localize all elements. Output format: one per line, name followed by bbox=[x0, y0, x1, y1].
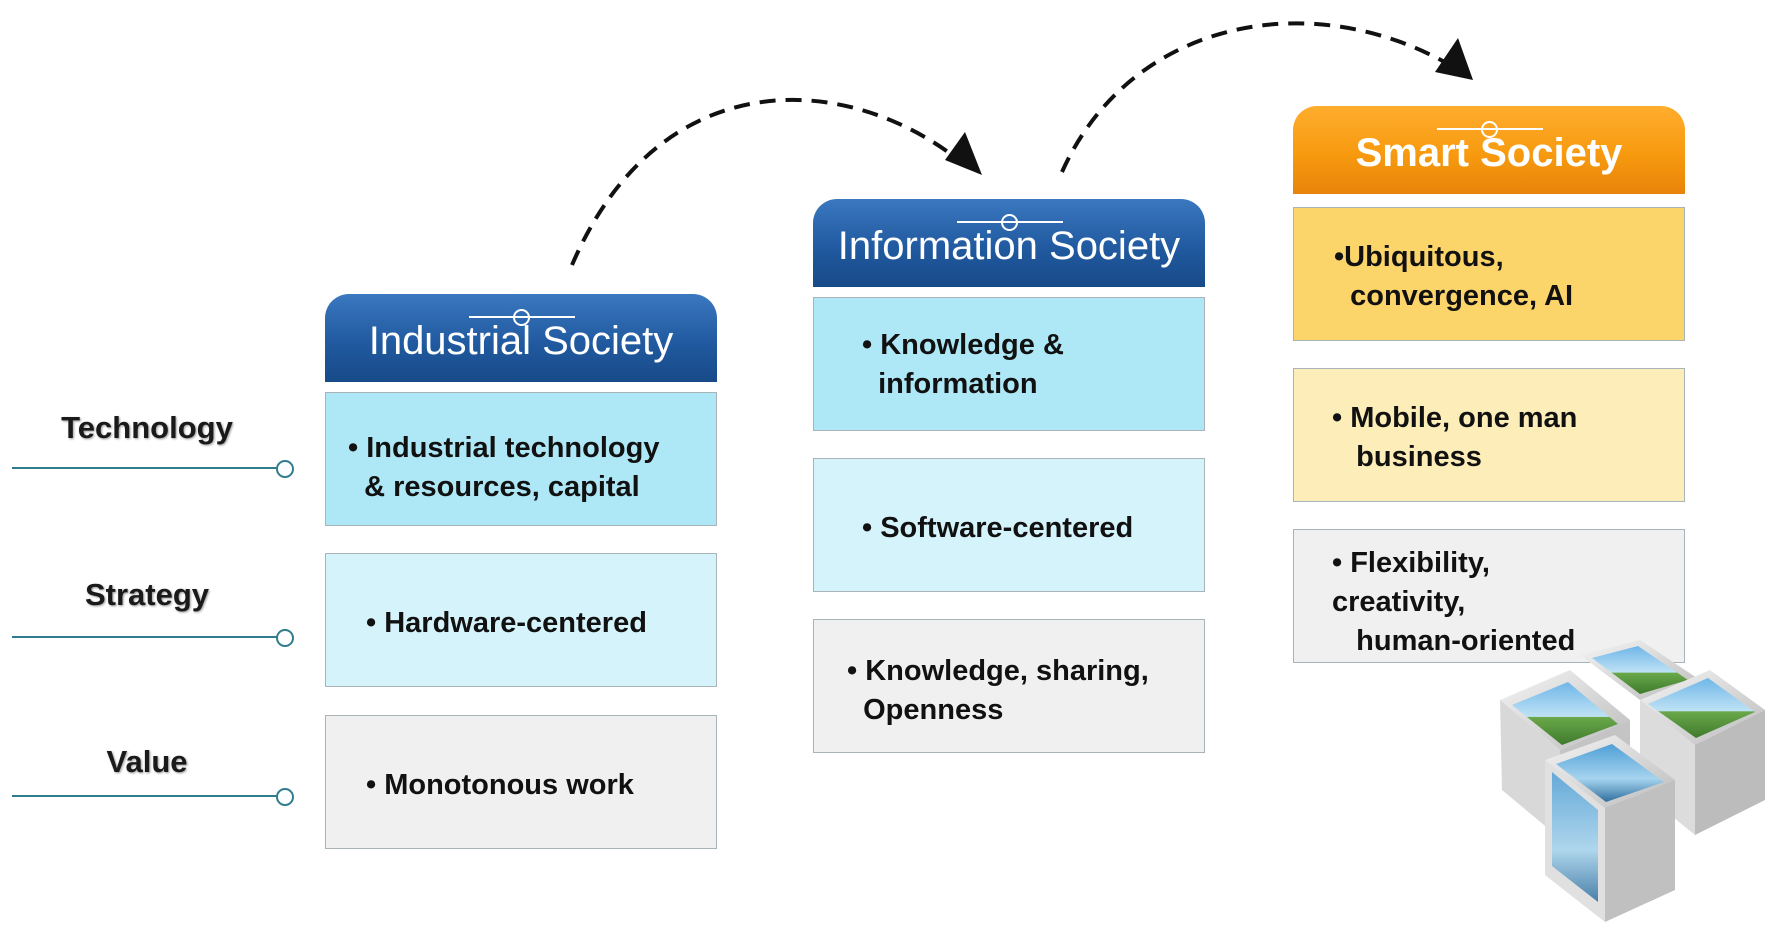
header-dot-icon bbox=[513, 309, 530, 326]
header-dot-icon bbox=[1481, 121, 1498, 138]
industrial-technology-box: • Industrial technology & resources, cap… bbox=[325, 392, 717, 526]
photo-cubes-icon bbox=[1500, 640, 1765, 922]
row-line-technology bbox=[12, 467, 278, 469]
connector-dot-icon bbox=[276, 788, 294, 806]
box-text: • Industrial technology & resources, cap… bbox=[348, 432, 660, 503]
connector-dot-icon bbox=[276, 460, 294, 478]
box-text: • Hardware-centered bbox=[366, 607, 647, 639]
box-text: • Flexibility, creativity, human-oriente… bbox=[1332, 547, 1576, 657]
header-industrial-society: Industrial Society bbox=[325, 294, 717, 382]
header-information-society: Information Society bbox=[813, 199, 1205, 287]
industrial-value-box: • Monotonous work bbox=[325, 715, 717, 849]
smart-strategy-box: • Mobile, one man business bbox=[1293, 368, 1685, 502]
box-text: • Mobile, one man business bbox=[1332, 402, 1578, 473]
arrow-head-icon bbox=[1435, 38, 1473, 80]
cube bbox=[1545, 735, 1675, 922]
cube bbox=[1640, 670, 1765, 835]
information-value-box: • Knowledge, sharing, Openness bbox=[813, 619, 1205, 753]
box-text: •Ubiquitous, convergence, AI bbox=[1334, 241, 1574, 312]
row-label-value: Value bbox=[106, 744, 188, 779]
header-dot-icon bbox=[1001, 214, 1018, 231]
box-text: • Software-centered bbox=[862, 512, 1134, 544]
box-text: • Knowledge, sharing, Openness bbox=[847, 655, 1149, 726]
arrow-head-icon bbox=[945, 132, 982, 175]
smart-technology-box: •Ubiquitous, convergence, AI bbox=[1293, 207, 1685, 341]
box-text: • Knowledge & information bbox=[862, 329, 1064, 400]
header-smart-society: Smart Society bbox=[1293, 106, 1685, 194]
row-label-technology: Technology bbox=[61, 410, 233, 445]
row-line-strategy bbox=[12, 636, 278, 638]
row-label-strategy: Strategy bbox=[84, 577, 210, 612]
connector-dot-icon bbox=[276, 629, 294, 647]
industrial-strategy-box: • Hardware-centered bbox=[325, 553, 717, 687]
information-strategy-box: • Software-centered bbox=[813, 458, 1205, 592]
arrow-industrial-to-information bbox=[570, 97, 967, 266]
smart-value-box: • Flexibility, creativity, human-oriente… bbox=[1293, 529, 1685, 663]
box-text: • Monotonous work bbox=[366, 769, 634, 801]
information-technology-box: • Knowledge & information bbox=[813, 297, 1205, 431]
row-line-value bbox=[12, 795, 278, 797]
arrow-information-to-smart bbox=[1060, 21, 1451, 173]
